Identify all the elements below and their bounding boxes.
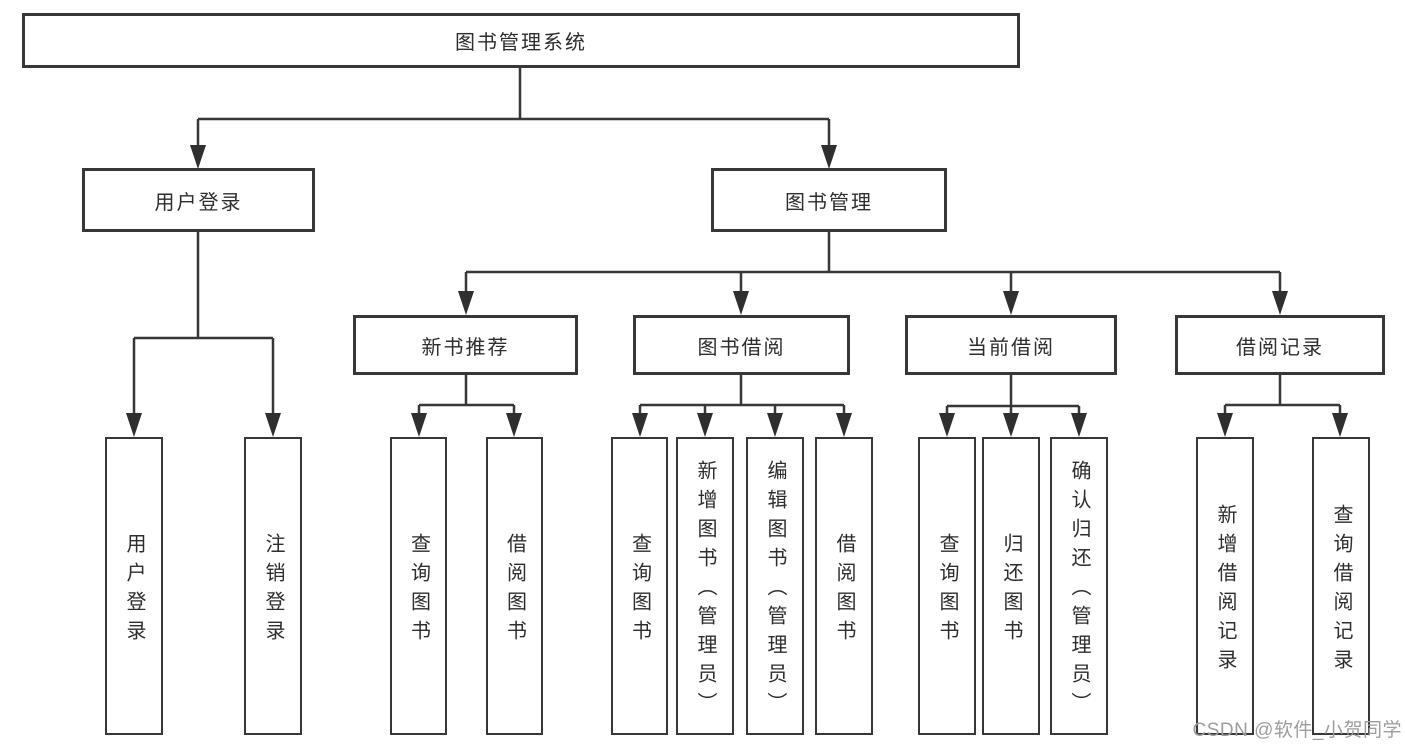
leaf-add-book-admin-label: 新增图书（管理员） (694, 460, 716, 721)
leaf-logout-label: 注销登录 (262, 532, 284, 649)
leaf-borrow-book-label: 借阅图书 (833, 532, 855, 649)
leaf-user-login: 用户登录 (105, 437, 163, 735)
arrowhead (190, 145, 206, 169)
arrowhead (265, 413, 281, 437)
arrowhead (836, 413, 852, 437)
leaf-query-book-recommend-label: 查询图书 (407, 532, 430, 649)
leaf-borrow-book: 借阅图书 (815, 437, 873, 735)
leaf-confirm-return-admin-label: 确认归还（管理员） (1068, 460, 1090, 721)
arrowhead (767, 413, 783, 437)
leaf-confirm-return-admin: 确认归还（管理员） (1050, 437, 1108, 735)
leaf-edit-book-admin-label: 编辑图书（管理员） (764, 460, 786, 721)
arrowhead (1272, 291, 1288, 315)
leaf-query-book-borrow: 查询图书 (611, 437, 668, 735)
node-book-borrow: 图书借阅 (633, 315, 850, 375)
arrowhead (1003, 291, 1019, 315)
leaf-logout: 注销登录 (244, 437, 302, 735)
node-new-book-recommend: 新书推荐 (353, 315, 578, 375)
arrowhead (1217, 413, 1233, 437)
leaf-add-borrow-record: 新增借阅记录 (1196, 437, 1254, 735)
leaf-borrow-book-recommend: 借阅图书 (486, 437, 543, 735)
leaf-edit-book-admin: 编辑图书（管理员） (746, 437, 804, 735)
arrowhead (733, 291, 749, 315)
arrowhead (1003, 413, 1019, 437)
watermark: CSDN @软件_小贺同学 (1192, 720, 1402, 741)
arrowhead (697, 413, 713, 437)
arrowhead (411, 413, 427, 437)
arrowhead (506, 413, 522, 437)
leaf-query-book-current: 查询图书 (918, 437, 976, 735)
node-user-login: 用户登录 (82, 168, 315, 232)
arrowhead (939, 413, 955, 437)
arrowhead (458, 291, 474, 315)
leaf-return-book-label: 归还图书 (1000, 532, 1022, 649)
node-borrow-records: 借阅记录 (1175, 315, 1385, 375)
arrowhead (126, 413, 142, 437)
connector-paths (132, 67, 1342, 418)
leaf-add-book-admin: 新增图书（管理员） (676, 437, 734, 735)
node-book-management: 图书管理 (711, 168, 947, 232)
arrowheads (126, 145, 1348, 437)
leaf-query-book-borrow-label: 查询图书 (628, 532, 651, 649)
node-current-borrow: 当前借阅 (905, 315, 1117, 375)
leaf-borrow-book-recommend-label: 借阅图书 (503, 532, 526, 649)
leaf-query-book-recommend: 查询图书 (390, 437, 447, 735)
leaf-add-borrow-record-label: 新增借阅记录 (1214, 503, 1236, 678)
leaf-query-book-current-label: 查询图书 (936, 532, 958, 649)
arrowhead (1071, 413, 1087, 437)
arrowhead (1332, 413, 1348, 437)
arrowhead (821, 145, 837, 169)
node-library-management-system: 图书管理系统 (22, 13, 1020, 68)
leaf-query-borrow-record-label: 查询借阅记录 (1330, 503, 1352, 678)
leaf-return-book: 归还图书 (982, 437, 1040, 735)
leaf-user-login-label: 用户登录 (123, 532, 145, 649)
leaf-query-borrow-record: 查询借阅记录 (1312, 437, 1370, 735)
arrowhead (632, 413, 648, 437)
